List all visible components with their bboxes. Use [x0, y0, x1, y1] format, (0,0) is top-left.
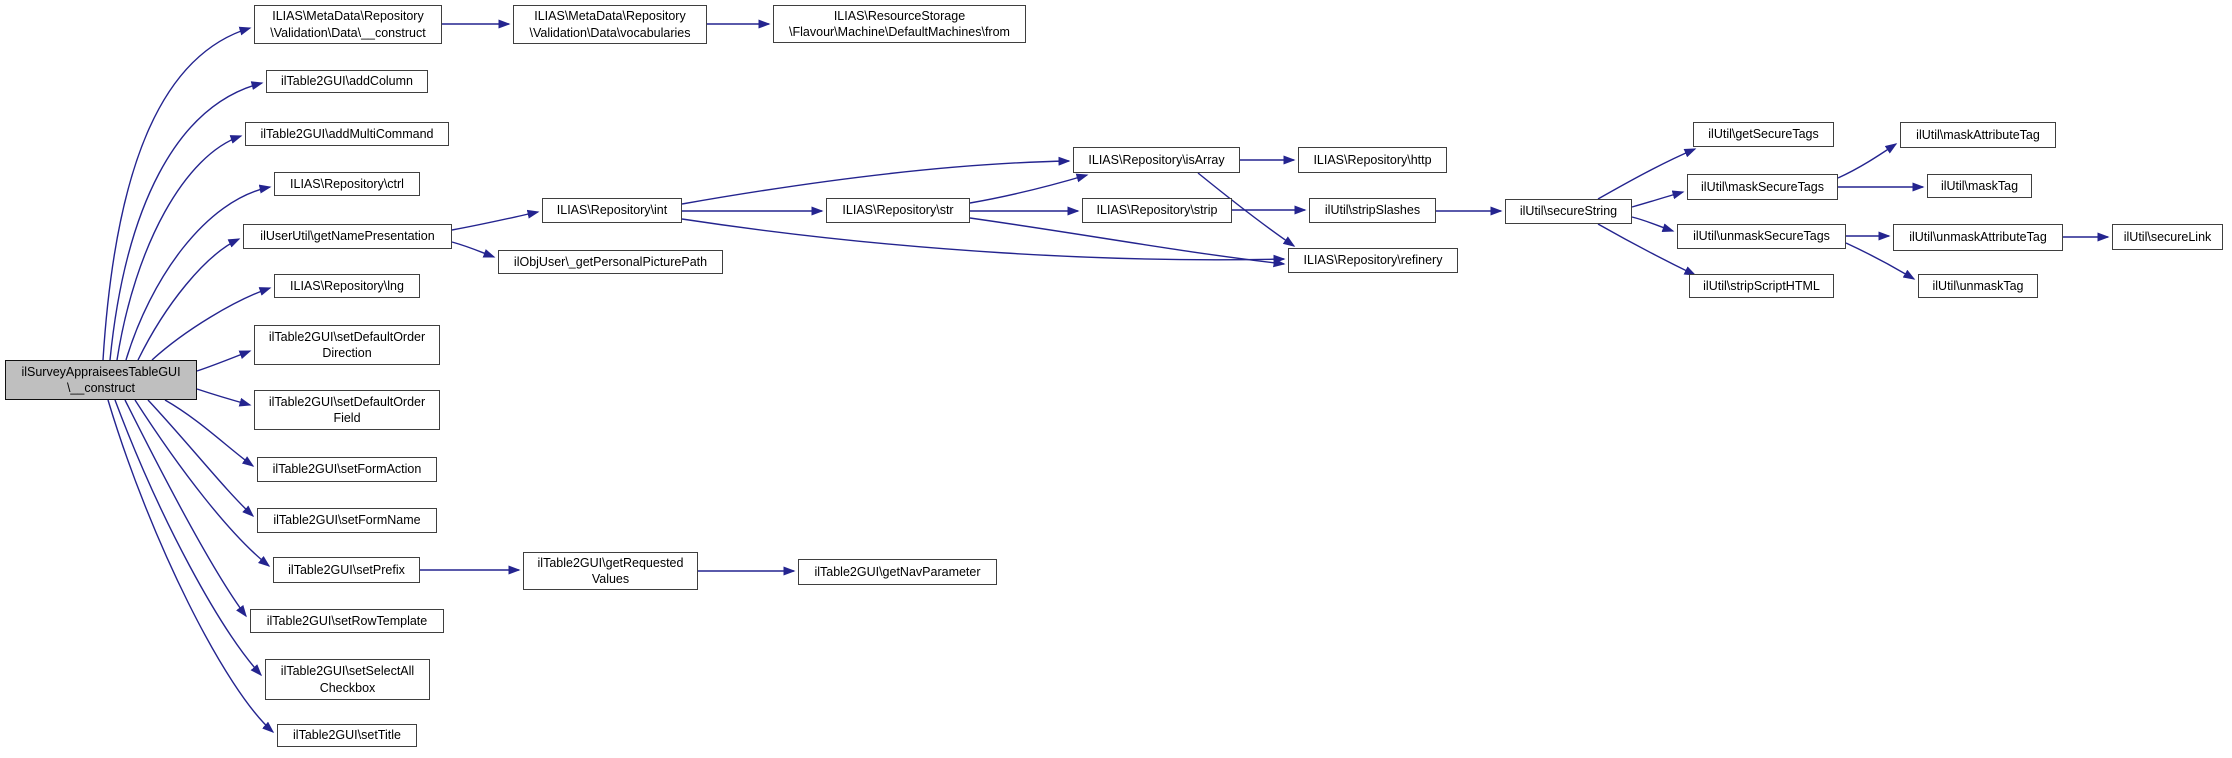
node-resourcestorage-defaultmachines-from[interactable]: ILIAS\ResourceStorage \Flavour\Machine\D…: [773, 5, 1026, 43]
node-ilias-repository-isarray[interactable]: ILIAS\Repository\isArray: [1073, 147, 1240, 173]
node-iltable2gui-setdefaultorderdirection[interactable]: ilTable2GUI\setDefaultOrder Direction: [254, 325, 440, 365]
node-ilias-repository-lng[interactable]: ILIAS\Repository\lng: [274, 274, 420, 298]
node-ilutil-masksecuretags[interactable]: ilUtil\maskSecureTags: [1687, 174, 1838, 200]
node-ilobjuser-getpersonalpicturepath[interactable]: ilObjUser\_getPersonalPicturePath: [498, 250, 723, 274]
node-iltable2gui-settitle[interactable]: ilTable2GUI\setTitle: [277, 724, 417, 747]
node-iltable2gui-addcolumn[interactable]: ilTable2GUI\addColumn: [266, 70, 428, 93]
node-ilutil-unmasksecuretags[interactable]: ilUtil\unmaskSecureTags: [1677, 224, 1846, 249]
node-ilutil-getsecuretags[interactable]: ilUtil\getSecureTags: [1693, 122, 1834, 147]
node-ilsurveyappraiseestablegui-construct: ilSurveyAppraiseesTableGUI \__construct: [5, 360, 197, 400]
node-iltable2gui-setselectallcheckbox[interactable]: ilTable2GUI\setSelectAll Checkbox: [265, 659, 430, 700]
node-ilutil-unmasktag[interactable]: ilUtil\unmaskTag: [1918, 274, 2038, 298]
node-ilutil-stripslashes[interactable]: ilUtil\stripSlashes: [1309, 198, 1436, 223]
node-ilias-repository-ctrl[interactable]: ILIAS\Repository\ctrl: [274, 172, 420, 196]
node-ilias-repository-int[interactable]: ILIAS\Repository\int: [542, 198, 682, 223]
node-metadata-validation-data-construct[interactable]: ILIAS\MetaData\Repository \Validation\Da…: [254, 5, 442, 44]
node-iltable2gui-getnavparameter[interactable]: ilTable2GUI\getNavParameter: [798, 559, 997, 585]
node-metadata-validation-data-vocabularies[interactable]: ILIAS\MetaData\Repository \Validation\Da…: [513, 5, 707, 44]
node-ilutil-unmaskattributetag[interactable]: ilUtil\unmaskAttributeTag: [1893, 224, 2063, 251]
node-iltable2gui-getrequestedvalues[interactable]: ilTable2GUI\getRequested Values: [523, 552, 698, 590]
node-ilias-repository-http[interactable]: ILIAS\Repository\http: [1298, 147, 1447, 173]
node-ilutil-stripscripthtml[interactable]: ilUtil\stripScriptHTML: [1689, 274, 1834, 298]
node-iltable2gui-setformaction[interactable]: ilTable2GUI\setFormAction: [257, 457, 437, 482]
node-iltable2gui-setprefix[interactable]: ilTable2GUI\setPrefix: [273, 557, 420, 583]
node-iltable2gui-setrowtemplate[interactable]: ilTable2GUI\setRowTemplate: [250, 609, 444, 633]
node-ilias-repository-refinery[interactable]: ILIAS\Repository\refinery: [1288, 248, 1458, 273]
node-ilutil-securelink[interactable]: ilUtil\secureLink: [2112, 224, 2223, 250]
node-iluserutil-getnamepresentation[interactable]: ilUserUtil\getNamePresentation: [243, 224, 452, 249]
node-iltable2gui-setdefaultorderfield[interactable]: ilTable2GUI\setDefaultOrder Field: [254, 390, 440, 430]
node-iltable2gui-addmulticommand[interactable]: ilTable2GUI\addMultiCommand: [245, 122, 449, 146]
node-ilutil-securestring[interactable]: ilUtil\secureString: [1505, 199, 1632, 224]
node-ilutil-maskattributetag[interactable]: ilUtil\maskAttributeTag: [1900, 122, 2056, 148]
node-ilias-repository-strip[interactable]: ILIAS\Repository\strip: [1082, 198, 1232, 223]
node-ilias-repository-str[interactable]: ILIAS\Repository\str: [826, 198, 970, 223]
node-ilutil-masktag[interactable]: ilUtil\maskTag: [1927, 174, 2032, 198]
node-iltable2gui-setformname[interactable]: ilTable2GUI\setFormName: [257, 508, 437, 533]
